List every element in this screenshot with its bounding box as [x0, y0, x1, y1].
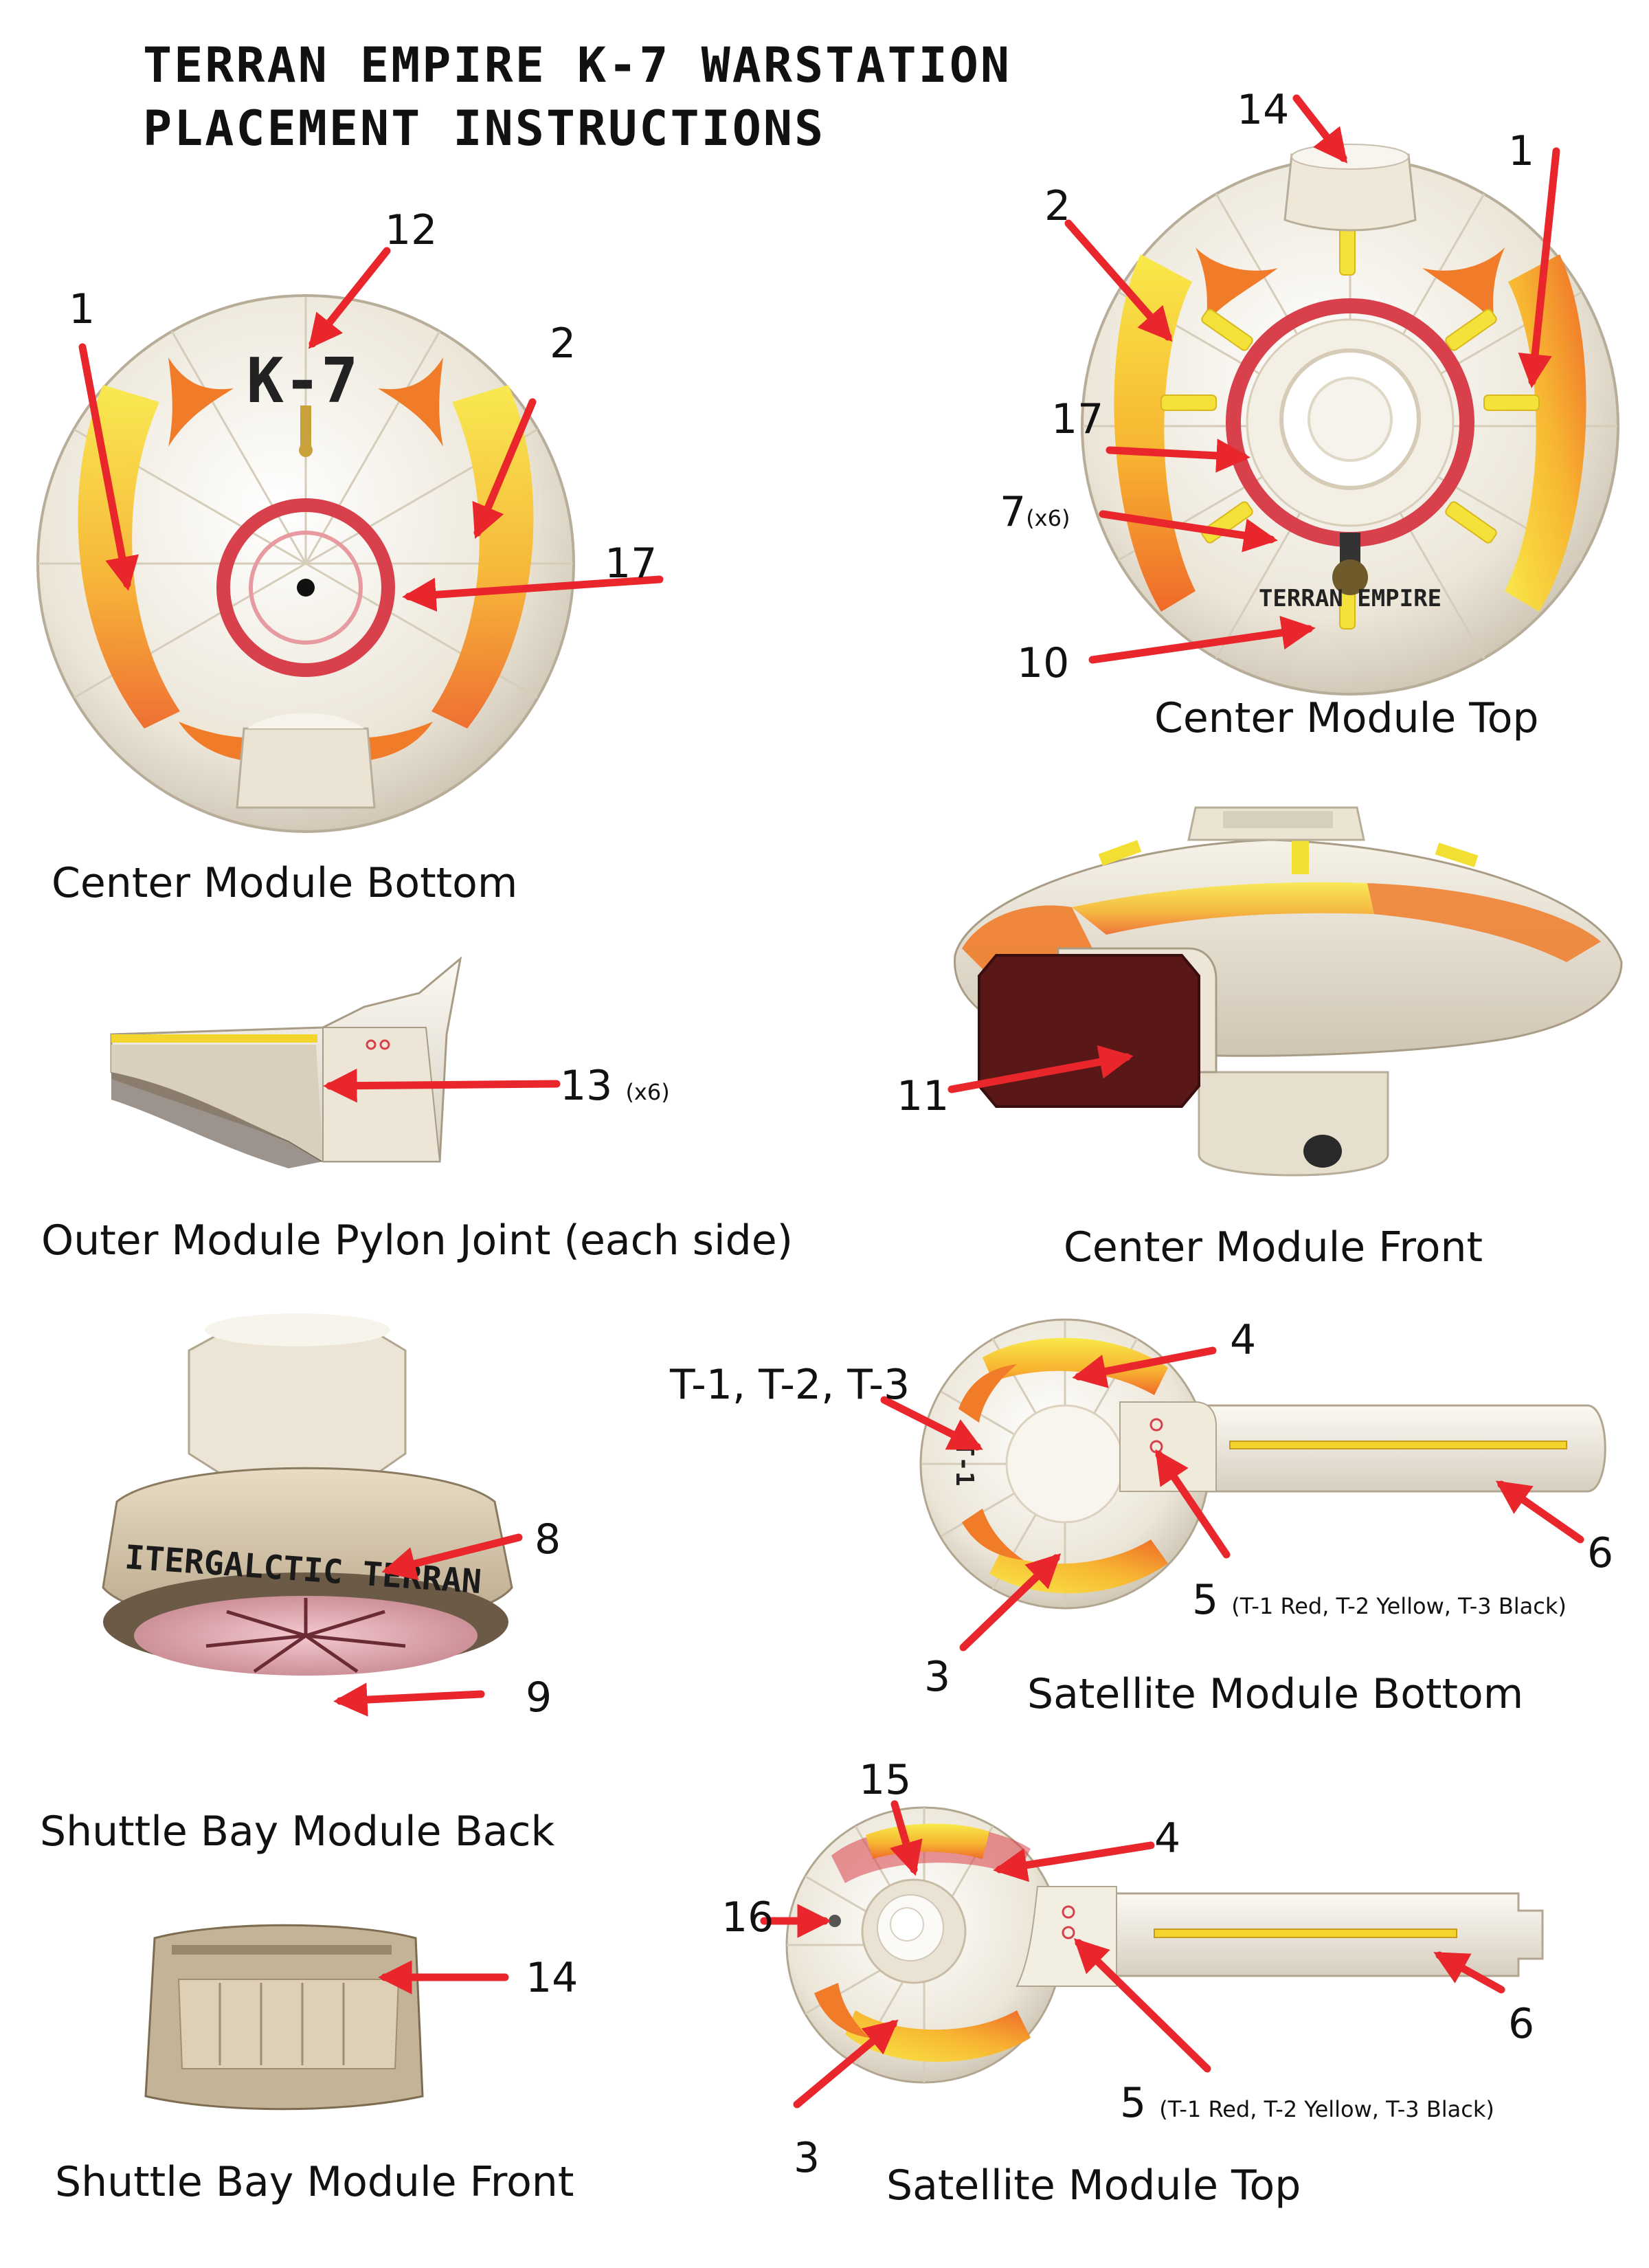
- k7-decal: K-7: [247, 345, 359, 417]
- callout-14-front: 14: [526, 1954, 579, 2002]
- callout-6-bottom: 6: [1587, 1529, 1614, 1577]
- center-module-bottom-drawing: K-7: [36, 294, 575, 833]
- callout-6-top: 6: [1508, 2000, 1535, 2048]
- satellite-bottom-drawing: T-1: [919, 1318, 1606, 1610]
- page-title-line-2: PLACEMENT INSTRUCTIONS: [143, 100, 826, 157]
- callout-arrows: [78, 94, 1584, 2109]
- callout-5-top-note: (T-1 Red, T-2 Yellow, T-3 Black): [1159, 2096, 1494, 2122]
- shuttle-bay-front-drawing: [144, 1924, 424, 2111]
- callout-1-bottom: 1: [69, 285, 96, 333]
- callout-8: 8: [535, 1515, 561, 1564]
- callout-13-number: 13: [560, 1062, 613, 1110]
- center-module-top-drawing: TERRAN EMPIRE: [1081, 144, 1619, 696]
- callout-2-top: 2: [1044, 182, 1071, 230]
- callout-14-top: 14: [1237, 86, 1290, 134]
- callout-5-note: (T-1 Red, T-2 Yellow, T-3 Black): [1231, 1593, 1567, 1619]
- page-title-line-1: TERRAN EMPIRE K-7 WARSTATION: [143, 37, 1012, 93]
- callout-10: 10: [1017, 639, 1070, 687]
- callout-5-number: 5: [1192, 1576, 1219, 1624]
- callout-17-top: 17: [1051, 395, 1104, 443]
- pylon-joint-drawing: [110, 956, 462, 1168]
- caption-center-module-top: Center Module Top: [1154, 694, 1539, 742]
- caption-satellite-module-bottom: Satellite Module Bottom: [1027, 1670, 1524, 1718]
- caption-satellite-module-top: Satellite Module Top: [886, 2161, 1301, 2210]
- callout-17-bottom: 17: [605, 540, 658, 588]
- callout-11: 11: [897, 1072, 950, 1120]
- callout-12: 12: [385, 206, 438, 254]
- callout-15: 15: [859, 1756, 912, 1804]
- callout-13: 13 (x6): [560, 1065, 670, 1107]
- callout-7: 7(x6): [1000, 491, 1070, 533]
- callout-1-top: 1: [1508, 127, 1535, 175]
- callout-t-labels: T-1, T-2, T-3: [670, 1361, 910, 1409]
- callout-5-top: 5 (T-1 Red, T-2 Yellow, T-3 Black): [1120, 2082, 1494, 2124]
- callout-9: 9: [526, 1674, 552, 1722]
- callout-5-bottom: 5 (T-1 Red, T-2 Yellow, T-3 Black): [1192, 1579, 1567, 1621]
- center-module-front-drawing: [954, 806, 1623, 1177]
- callout-16: 16: [721, 1893, 774, 1942]
- terran-empire-decal: TERRAN EMPIRE: [1259, 585, 1442, 612]
- callout-4-top: 4: [1154, 1814, 1181, 1863]
- callout-4-bottom: 4: [1230, 1316, 1257, 1364]
- caption-center-module-bottom: Center Module Bottom: [52, 859, 518, 907]
- callout-3-bottom: 3: [924, 1653, 951, 1701]
- callout-5-top-number: 5: [1120, 2079, 1147, 2127]
- satellite-top-drawing: [785, 1806, 1544, 2084]
- shuttle-bay-back-drawing: ITERGALCTIC TERRAN: [102, 1313, 513, 1676]
- callout-2-bottom: 2: [550, 320, 576, 368]
- callout-7-qty: (x6): [1026, 505, 1070, 531]
- caption-pylon-joint: Outer Module Pylon Joint (each side): [41, 1216, 794, 1265]
- caption-center-module-front: Center Module Front: [1064, 1223, 1483, 1271]
- caption-shuttle-bay-front: Shuttle Bay Module Front: [55, 2158, 574, 2206]
- callout-3-top: 3: [794, 2134, 820, 2182]
- callout-7-number: 7: [1000, 488, 1027, 536]
- callout-13-qty: (x6): [625, 1079, 670, 1105]
- caption-shuttle-bay-back: Shuttle Bay Module Back: [40, 1808, 555, 1856]
